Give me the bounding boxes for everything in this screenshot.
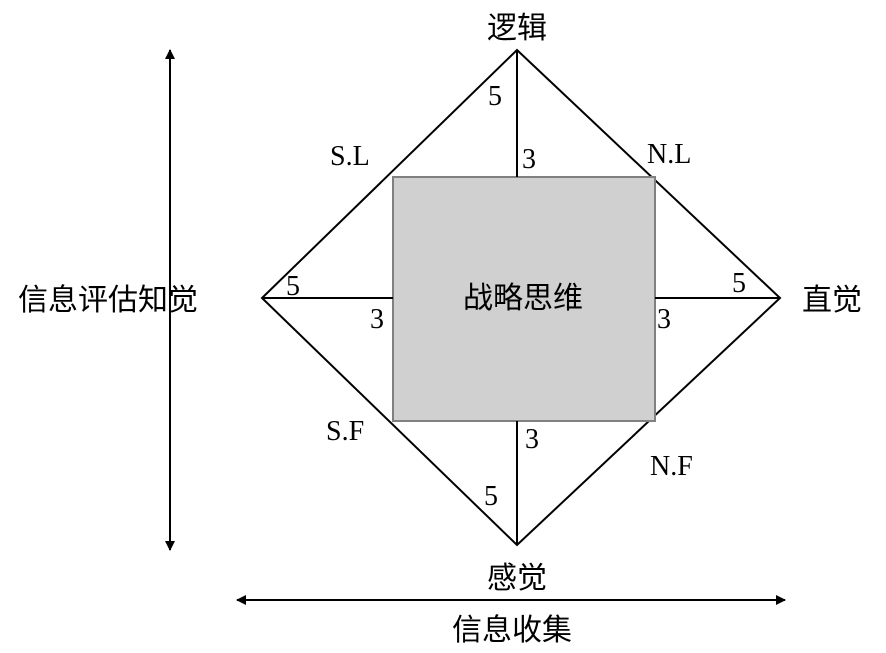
corner-sf: S.F (326, 416, 364, 447)
label-right: 直觉 (802, 283, 862, 318)
label-center: 战略思维 (463, 281, 583, 316)
center-square (392, 176, 656, 422)
corner-nf: N.F (650, 451, 693, 482)
num-bottom-outer: 5 (484, 481, 498, 512)
label-top: 逻辑 (487, 11, 547, 46)
corner-nl: N.L (647, 139, 691, 170)
label-horizontal-axis: 信息收集 (452, 613, 572, 648)
label-left: 信息评估知觉 (18, 283, 198, 318)
num-right-outer: 5 (732, 268, 746, 299)
num-bottom-inner: 3 (525, 424, 539, 455)
num-right-inner: 3 (657, 304, 671, 335)
num-top-outer: 5 (488, 81, 502, 112)
num-left-inner: 3 (370, 304, 384, 335)
num-left-outer: 5 (286, 271, 300, 302)
label-bottom: 感觉 (487, 561, 547, 596)
corner-sl: S.L (330, 141, 370, 172)
num-top-inner: 3 (522, 144, 536, 175)
